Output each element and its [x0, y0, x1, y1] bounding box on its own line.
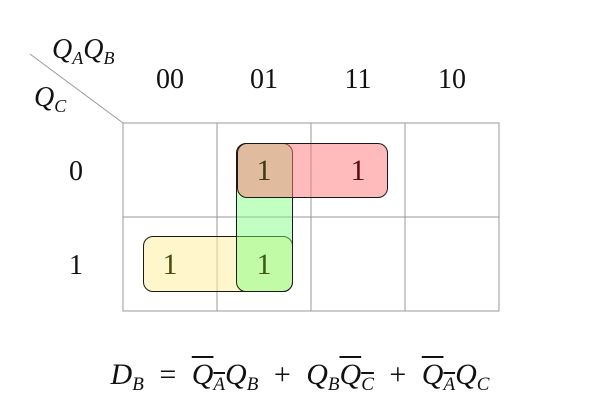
- cell-r0-c01: 1: [256, 154, 272, 187]
- row-header-0: 0: [69, 156, 83, 187]
- column-header-00: 00: [156, 64, 184, 95]
- term-2: QBQC: [306, 358, 374, 395]
- row-variable-label: QC: [34, 82, 67, 116]
- cell-r0-c11: 1: [350, 154, 366, 187]
- simplified-equation: DB = QAQB + QBQC + QAQC: [0, 358, 600, 395]
- row-header-1: 1: [69, 250, 83, 281]
- term-3: QAQC: [421, 358, 490, 395]
- term-1: QAQB: [191, 358, 259, 395]
- plus-sign: +: [389, 358, 407, 391]
- corner-diagonal: [29, 53, 124, 124]
- column-header-10: 10: [438, 64, 466, 95]
- yellow-group: [143, 236, 293, 292]
- column-header-11: 11: [344, 64, 372, 95]
- plus-sign: +: [273, 358, 291, 391]
- column-header-01: 01: [250, 64, 278, 95]
- equation-lhs: DB: [110, 358, 144, 395]
- cell-r1-c00: 1: [162, 248, 178, 281]
- equals-sign: =: [159, 358, 177, 391]
- column-variable-label: QAQB: [52, 34, 115, 68]
- red-group: [237, 143, 388, 198]
- cell-r1-c01: 1: [256, 248, 272, 281]
